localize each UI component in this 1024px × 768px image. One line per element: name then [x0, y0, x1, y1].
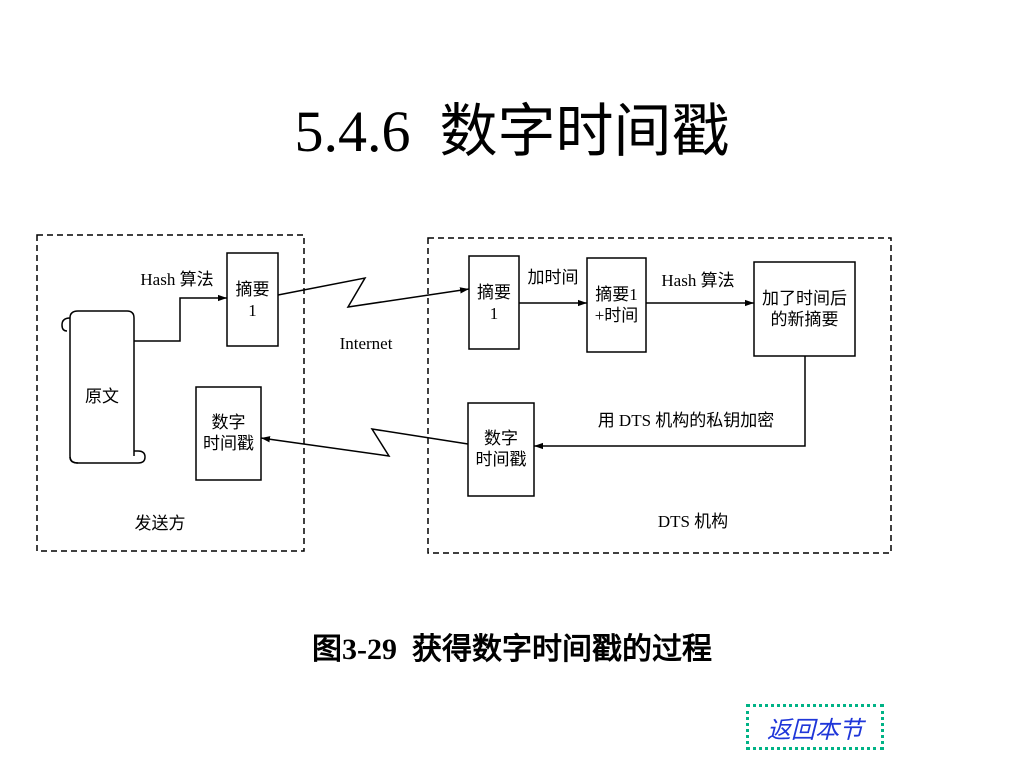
hash-label-right: Hash 算法 — [661, 271, 735, 290]
hash-label-left: Hash 算法 — [140, 270, 214, 289]
arrow-original-to-digest — [134, 294, 227, 342]
dts-label: DTS 机构 — [657, 512, 729, 531]
timestamp-box-left-label: 数字 时间戳 — [203, 413, 254, 453]
timestamp-box-right — [467, 402, 535, 497]
digest-box-left — [226, 252, 279, 347]
timestamp-box-right-label: 数字 时间戳 — [475, 429, 527, 469]
sender-label: 发送方 — [134, 514, 186, 533]
arrow-encrypt — [534, 356, 806, 450]
figure-caption: 图3-29 获得数字时间戳的过程 — [312, 633, 712, 666]
digest-time-box-label: 摘要1 +时间 — [594, 285, 639, 325]
internet-label: Internet — [339, 334, 393, 353]
new-digest-box-label: 加了时间后 的新摘要 — [762, 289, 847, 329]
original-label: 原文 — [85, 387, 119, 406]
digest-time-box — [586, 257, 647, 353]
internet-zigzag-arrow-back — [260, 428, 469, 457]
encrypt-label: 用 DTS 机构的私钥加密 — [597, 411, 775, 430]
add-time-label: 加时间 — [527, 268, 579, 287]
digest-box-left-label: 摘要 1 — [235, 280, 270, 320]
page-title: 5.4.6 数字时间戳 — [294, 99, 730, 164]
new-digest-box — [753, 261, 856, 357]
sender-region — [36, 234, 305, 552]
timestamp-box-left — [195, 386, 262, 481]
back-to-section-button[interactable]: 返回本节 — [746, 704, 884, 750]
digest-box-right-label: 摘要 1 — [477, 283, 511, 323]
internet-zigzag-arrow-out — [277, 276, 470, 308]
dts-region — [427, 237, 892, 554]
original-document-scroll-icon — [61, 310, 146, 464]
